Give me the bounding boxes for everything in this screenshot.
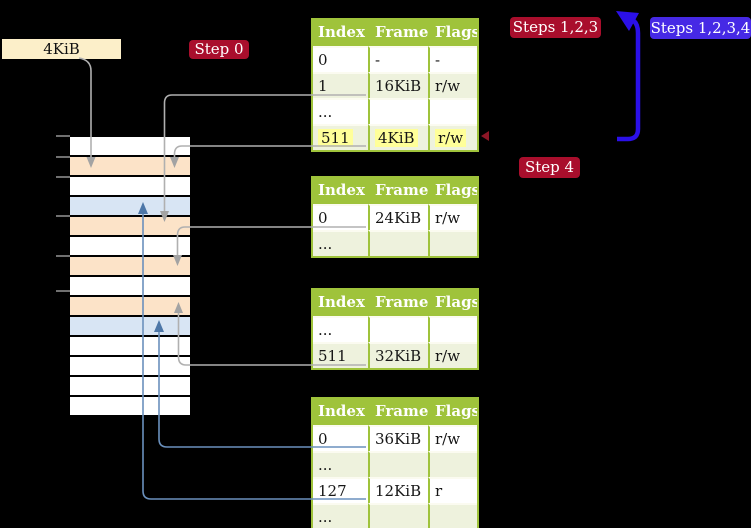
frame-cell: 12KiB [368,477,428,503]
memory-row-white [70,397,190,415]
table-header-row: Index Frame Flags [313,399,477,425]
memory-row-white [70,337,190,355]
table-row: ... [313,98,477,124]
flags-cell [428,316,477,342]
flags-cell: r/w [428,124,477,150]
page-table-bottom: Index Frame Flags 0 36KiB r/w ... 127 12… [311,397,479,528]
flags-cell: r/w [428,342,477,368]
frame-cell [368,98,428,124]
index-cell: ... [313,230,368,256]
page-size-label: 4KiB [43,40,80,58]
table-row: ... [313,503,477,528]
page-table-second: Index Frame Flags 0 24KiB r/w ... [311,176,479,258]
steps-123-label: Steps 1,2,3 [510,17,601,38]
index-cell: ... [313,451,368,477]
col-header-frame: Frame [368,399,428,425]
frame-cell: - [368,46,428,72]
index-cell: ... [313,316,368,342]
memory-row-white [70,357,190,375]
flags-cell: r/w [428,72,477,98]
index-cell: 1 [313,72,368,98]
table-header-row: Index Frame Flags [313,178,477,204]
index-cell: 0 [313,425,368,451]
red-arrowhead-icon [481,131,489,141]
page-size-box: 4KiB [2,39,121,59]
memory-row-white [70,237,190,255]
frame-cell: 32KiB [368,342,428,368]
col-header-index: Index [313,20,368,46]
index-cell: ... [313,98,368,124]
index-cell: 511 [313,124,368,150]
memory-row-blue [70,317,190,335]
page-table-third: Index Frame Flags ... 511 32KiB r/w [311,288,479,370]
col-header-flags: Flags [428,20,477,46]
table-header-row: Index Frame Flags [313,20,477,46]
col-header-flags: Flags [428,178,477,204]
col-header-frame: Frame [368,290,428,316]
table-row: ... [313,316,477,342]
col-header-flags: Flags [428,290,477,316]
memory-row-white [70,377,190,395]
index-cell: 127 [313,477,368,503]
step-4-label: Step 4 [519,157,580,178]
arrowhead-upleft-icon [616,11,639,31]
table-row: 0 36KiB r/w [313,425,477,451]
table-row: 1 16KiB r/w [313,72,477,98]
frame-cell: 16KiB [368,72,428,98]
highlight: r/w [435,129,467,147]
highlight: 4KiB [375,129,418,147]
col-header-index: Index [313,399,368,425]
flags-cell [428,230,477,256]
frame-cell [368,230,428,256]
table-row: 511 32KiB r/w [313,342,477,368]
flags-cell [428,503,477,528]
col-header-index: Index [313,290,368,316]
frame-cell [368,316,428,342]
index-cell: ... [313,503,368,528]
col-header-flags: Flags [428,399,477,425]
flags-cell [428,98,477,124]
memory-row-white [70,137,190,155]
table-row: ... [313,230,477,256]
table-row: 127 12KiB r [313,477,477,503]
index-cell: 0 [313,204,368,230]
memory-row-white [70,277,190,295]
col-header-frame: Frame [368,178,428,204]
table-row: 0 - - [313,46,477,72]
memory-row-blue [70,197,190,215]
page-table-top: Index Frame Flags 0 - - 1 16KiB r/w ... … [311,18,479,152]
memory-row-orange [70,257,190,275]
memory-row-orange [70,217,190,235]
flags-cell: r/w [428,425,477,451]
loop-arrow-shaft [617,15,641,142]
memory-column [70,137,190,415]
col-header-index: Index [313,178,368,204]
index-cell: 511 [313,342,368,368]
step-0-label: Step 0 [189,40,249,59]
memory-row-white [70,177,190,195]
table-row: 0 24KiB r/w [313,204,477,230]
frame-cell: 4KiB [368,124,428,150]
steps-1234-label: Steps 1,2,3,4 [650,17,751,39]
flags-cell: r/w [428,204,477,230]
highlight: 511 [318,129,353,147]
memory-tick-marks [56,135,70,292]
flags-cell: r [428,477,477,503]
memory-row-orange [70,157,190,175]
frame-cell: 36KiB [368,425,428,451]
index-cell: 0 [313,46,368,72]
steps-loop-arrow [616,11,641,142]
frame-cell: 24KiB [368,204,428,230]
flags-cell [428,451,477,477]
col-header-frame: Frame [368,20,428,46]
table-row-highlighted: 511 4KiB r/w [313,124,477,150]
frame-cell [368,503,428,528]
memory-row-orange [70,297,190,315]
table-row: ... [313,451,477,477]
frame-cell [368,451,428,477]
table-header-row: Index Frame Flags [313,290,477,316]
flags-cell: - [428,46,477,72]
